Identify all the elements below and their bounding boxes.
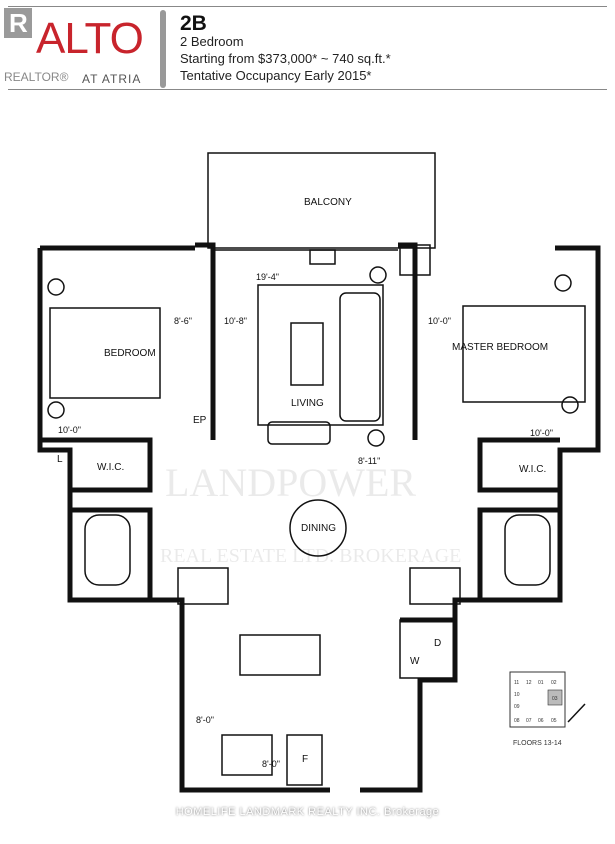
dimension-label: 8'-0" bbox=[262, 759, 280, 769]
key-unit: 07 bbox=[526, 718, 532, 724]
room-wic: W.I.C. bbox=[97, 462, 124, 473]
occupancy: Tentative Occupancy Early 2015* bbox=[180, 68, 372, 83]
tagline: AT ATRIA bbox=[82, 72, 142, 86]
bed bbox=[462, 305, 586, 403]
dimension-label: 8'-11" bbox=[358, 456, 380, 466]
key-unit: 02 bbox=[551, 680, 557, 686]
watermark-line1: LANDPOWER bbox=[165, 460, 416, 505]
bed bbox=[49, 307, 161, 399]
dimension-label: 8'-0" bbox=[196, 715, 214, 725]
room-balcony: BALCONY bbox=[304, 197, 352, 208]
brand-logo: ALTO bbox=[36, 14, 144, 63]
bedrooms: 2 Bedroom bbox=[180, 34, 244, 49]
linen-closet: L bbox=[57, 454, 63, 465]
key-unit: 05 bbox=[551, 718, 557, 724]
room-bedroom: BEDROOM bbox=[104, 348, 156, 359]
keyplan-caption: FLOORS 13-14 bbox=[513, 740, 562, 747]
key-unit: 08 bbox=[514, 718, 520, 724]
balcony-outline bbox=[207, 152, 436, 249]
room-labels: BALCONY BEDROOM LIVING MASTER BEDROOM DI… bbox=[57, 197, 548, 765]
key-unit: 09 bbox=[514, 704, 520, 710]
dimension-label: 10'-0" bbox=[530, 428, 553, 438]
room-living: LIVING bbox=[291, 398, 324, 409]
dimension-label: 8'-6" bbox=[174, 316, 192, 326]
watermark-line2: REAL ESTATE LTD. BROKERAGE bbox=[160, 545, 461, 567]
unit-title: 2B bbox=[180, 12, 207, 35]
fridge: F bbox=[302, 754, 308, 765]
key-unit: 10 bbox=[514, 692, 520, 698]
divider bbox=[8, 89, 607, 90]
dryer: D bbox=[434, 638, 441, 649]
electrical-panel: EP bbox=[193, 415, 207, 426]
price-size: Starting from $373,000* ~ 740 sq.ft.* bbox=[180, 51, 391, 66]
dimension-label: 10'-0" bbox=[428, 316, 451, 326]
divider bbox=[8, 6, 607, 7]
dimensions: 19'-4" 8'-6" 10'-8" 10'-0" 10'-0" 10'-0"… bbox=[58, 272, 553, 769]
dimension-label: 10'-8" bbox=[224, 316, 247, 326]
north-arrow-icon bbox=[567, 703, 586, 723]
key-unit: 12 bbox=[526, 680, 532, 686]
washer: W bbox=[410, 656, 420, 667]
figure-icon bbox=[160, 10, 166, 88]
room-master-bedroom: MASTER BEDROOM bbox=[452, 342, 548, 353]
key-plan: 11 12 01 02 10 03 09 08 07 06 05 FLOORS … bbox=[509, 671, 586, 747]
watermark: LANDPOWER REAL ESTATE LTD. BROKERAGE bbox=[160, 460, 461, 567]
dimension-label: 10'-0" bbox=[58, 425, 81, 435]
realtor-logo: R bbox=[4, 8, 32, 38]
dimension-label: 19'-4" bbox=[256, 272, 279, 282]
key-unit: 11 bbox=[514, 680, 519, 686]
key-unit-highlighted: 03 bbox=[552, 696, 558, 702]
listing-credit: HOMELIFE LANDMARK REALTY INC. Brokerage bbox=[175, 806, 440, 818]
room-dining: DINING bbox=[301, 523, 336, 534]
room-wic: W.I.C. bbox=[519, 464, 546, 475]
key-unit: 01 bbox=[538, 680, 544, 686]
key-unit: 06 bbox=[538, 718, 544, 724]
realtor-mark: REALTOR® bbox=[4, 70, 69, 84]
fixtures bbox=[47, 152, 586, 786]
